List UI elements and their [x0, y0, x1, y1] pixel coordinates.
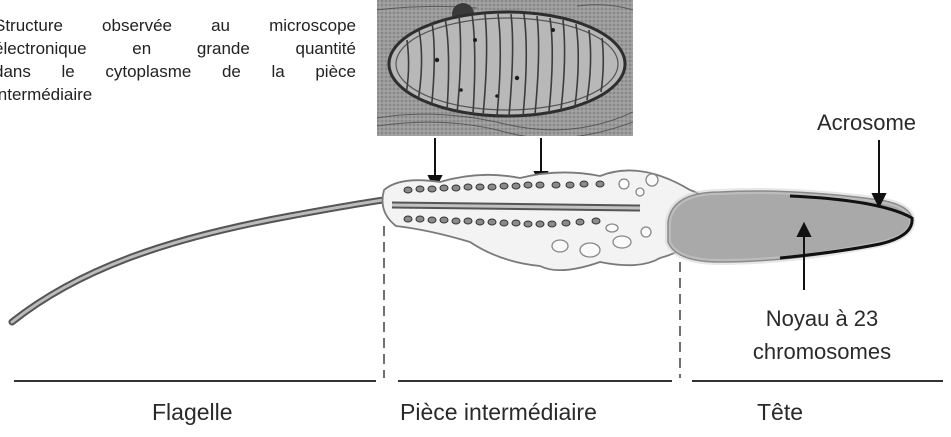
acrosome-label: Acrosome [817, 110, 916, 136]
section-piece-intermediaire: Pièce intermédiaire [400, 399, 597, 426]
section-flagelle: Flagelle [152, 399, 233, 426]
nucleus-label: Noyau à 23 chromosomes [712, 302, 932, 368]
flagellum [12, 198, 395, 322]
nucleus-label-line-2: chromosomes [712, 335, 932, 368]
section-tete: Tête [757, 399, 803, 426]
nucleus-label-line-1: Noyau à 23 [712, 302, 932, 335]
